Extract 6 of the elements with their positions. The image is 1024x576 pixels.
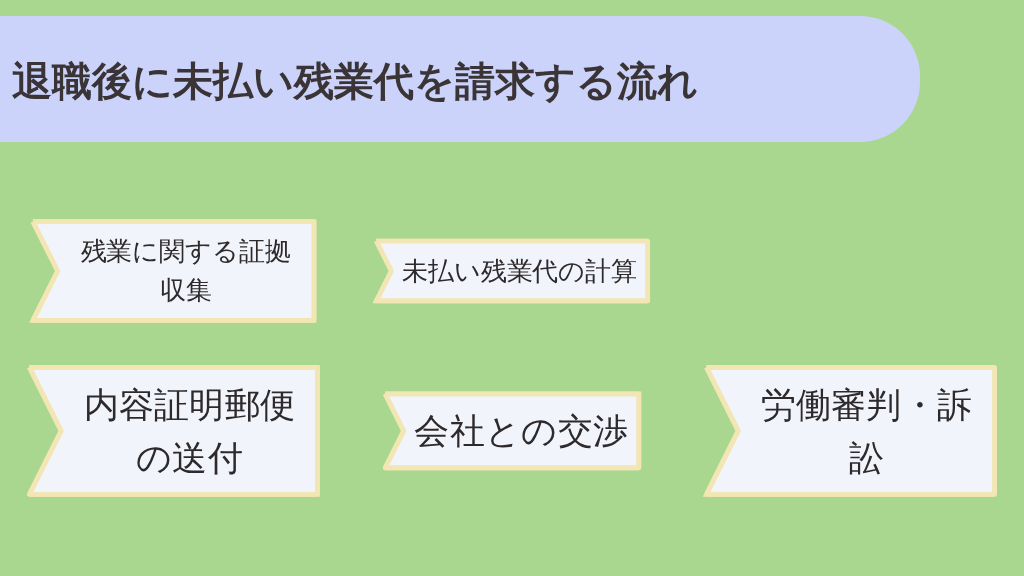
step-arrow: 残業に関する証拠収集 xyxy=(30,219,317,323)
step-arrow: 会社との交渉 xyxy=(382,391,642,471)
step-arrow: 未払い残業代の計算 xyxy=(373,238,651,304)
step-arrow: 内容証明郵便の送付 xyxy=(27,365,320,497)
step-arrow: 労働審判・訴訟 xyxy=(704,365,997,497)
title: 退職後に未払い残業代を請求する流れ xyxy=(12,57,698,106)
